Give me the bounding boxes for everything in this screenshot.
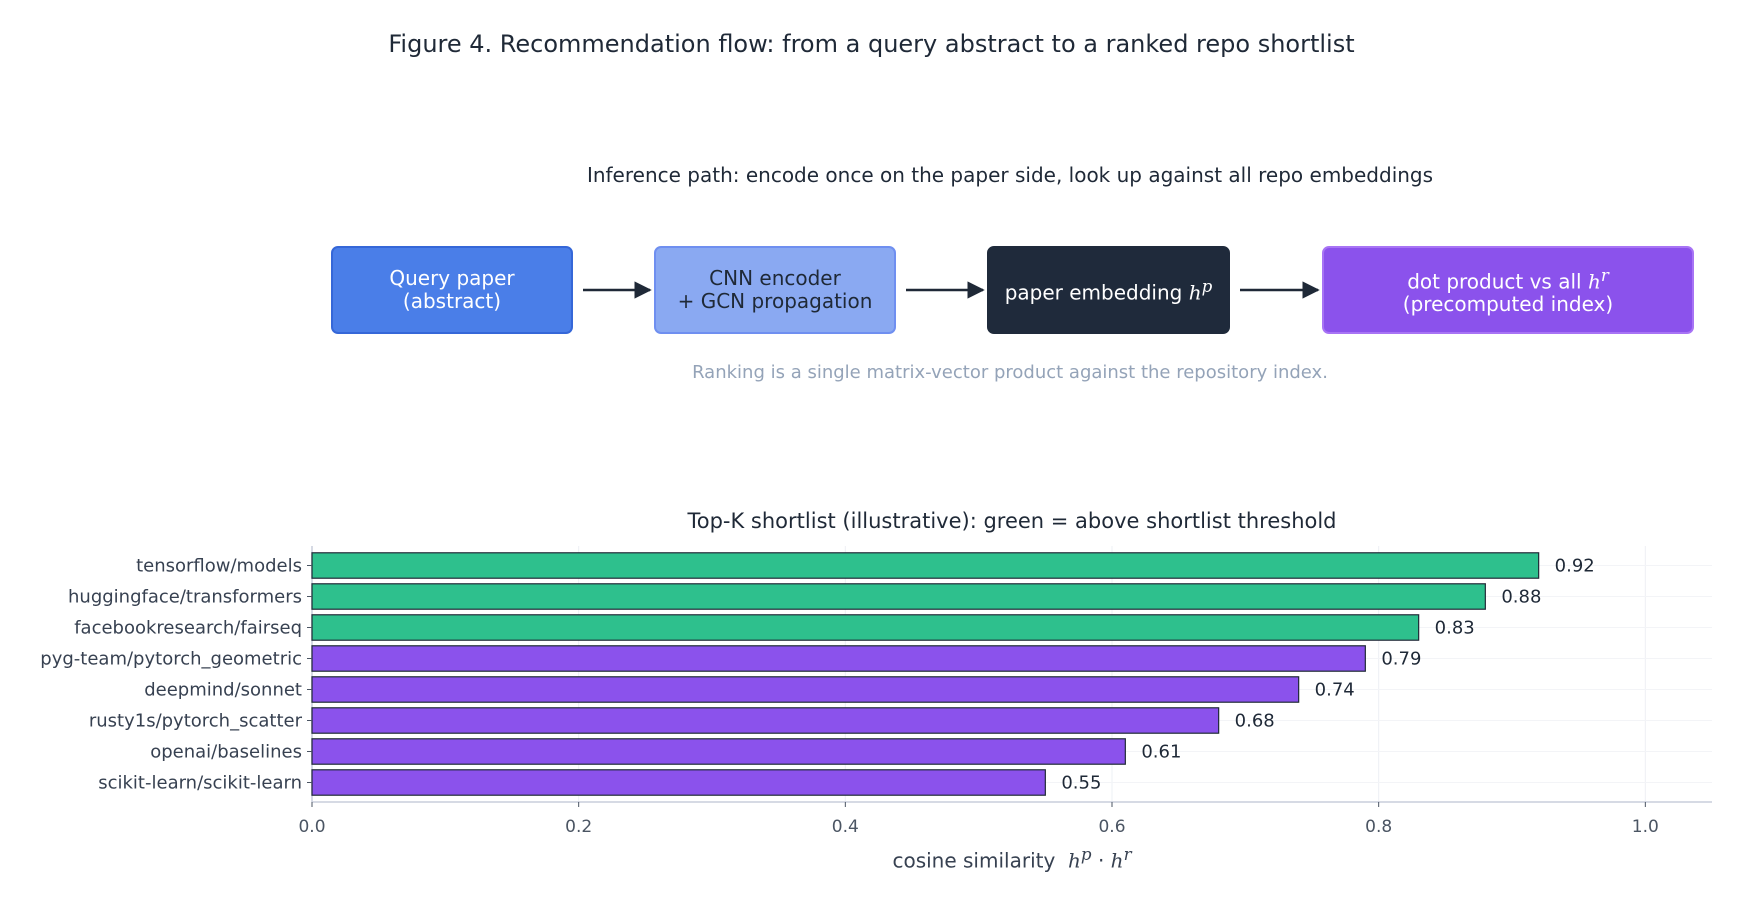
x-axis-symbol-b-sup: r bbox=[1123, 845, 1132, 864]
bar-tensorflow-models bbox=[311, 552, 1540, 579]
dot-product-line2: (precomputed index) bbox=[1402, 292, 1614, 317]
y-tick-label: pyg-team/pytorch_geometric bbox=[40, 649, 302, 670]
dot-product-index-node: dot product vs all hr (precomputed index… bbox=[1322, 246, 1694, 334]
x-axis-symbol-a: h bbox=[1068, 848, 1081, 873]
query-paper-line2: (abstract) bbox=[402, 289, 502, 313]
chart-title: Top-K shortlist (illustrative): green = … bbox=[687, 509, 1337, 533]
query-paper-line1: Query paper bbox=[389, 266, 515, 290]
diagram-subtitle: Inference path: encode once on the paper… bbox=[586, 163, 1434, 187]
bar-facebookresearch-fairseq bbox=[311, 614, 1420, 641]
bar-rusty1s-pytorch-scatter bbox=[311, 707, 1220, 734]
x-tick-label: 0.8 bbox=[1365, 817, 1392, 837]
encoder-line1: CNN encoder bbox=[709, 266, 841, 290]
bar-huggingface-transformers bbox=[311, 583, 1486, 610]
x-tick-label: 0.2 bbox=[565, 817, 592, 837]
x-axis-symbol-b: h bbox=[1110, 848, 1124, 873]
paper-embedding-text: paper embedding bbox=[1004, 280, 1183, 305]
bar-value-label: 0.68 bbox=[1235, 711, 1275, 732]
query-paper-node: Query paper (abstract) bbox=[331, 246, 573, 334]
y-tick-label: deepmind/sonnet bbox=[144, 680, 302, 701]
bar-value-label: 0.92 bbox=[1555, 556, 1595, 577]
y-tick-label: facebookresearch/fairseq bbox=[74, 618, 302, 639]
bar-value-label: 0.83 bbox=[1435, 618, 1475, 639]
repo-embedding-superscript: r bbox=[1600, 265, 1609, 285]
y-tick-label: rusty1s/pytorch_scatter bbox=[89, 711, 303, 732]
bar-value-label: 0.55 bbox=[1061, 773, 1101, 794]
y-tick-label: huggingface/transformers bbox=[68, 587, 302, 608]
bar-value-label: 0.88 bbox=[1501, 587, 1541, 608]
dot-product-text: dot product vs all bbox=[1407, 269, 1582, 294]
bar-value-label: 0.79 bbox=[1381, 649, 1421, 670]
bar-openai-baselines bbox=[311, 738, 1126, 765]
shortlist-bar-chart: tensorflow/models 0.92 huggingface/transfo… bbox=[40, 546, 1712, 837]
bar-deepmind-sonnet bbox=[311, 676, 1300, 703]
repo-embedding-symbol: h bbox=[1587, 269, 1601, 294]
x-tick-label: 0.4 bbox=[832, 817, 859, 837]
y-tick-label: tensorflow/models bbox=[136, 556, 302, 577]
encoder-line2: + GCN propagation bbox=[677, 289, 873, 313]
x-axis-label-text: cosine similarity bbox=[892, 848, 1056, 873]
bar-value-label: 0.74 bbox=[1315, 680, 1355, 701]
paper-embedding-superscript: p bbox=[1201, 277, 1213, 297]
ranking-note: Ranking is a single matrix-vector produc… bbox=[692, 362, 1328, 383]
paper-embedding-symbol: h bbox=[1188, 280, 1202, 305]
x-axis-operator: · bbox=[1097, 848, 1105, 873]
cnn-gcn-encoder-node: CNN encoder + GCN propagation bbox=[654, 246, 896, 334]
x-tick-label: 0.6 bbox=[1098, 817, 1125, 837]
x-tick-label: 1.0 bbox=[1632, 817, 1659, 837]
x-tick-label: 0.0 bbox=[298, 817, 325, 837]
paper-embedding-label: paper embedding hp bbox=[1005, 275, 1213, 305]
y-tick-label: scikit-learn/scikit-learn bbox=[98, 773, 302, 794]
bar-pyg-team-pytorch-geometric bbox=[311, 645, 1366, 672]
figure-title: Figure 4. Recommendation flow: from a qu… bbox=[388, 30, 1355, 58]
bar-value-label: 0.61 bbox=[1141, 742, 1181, 763]
y-tick-label: openai/baselines bbox=[150, 742, 302, 763]
x-axis-label: cosine similarity hp · hr bbox=[312, 845, 1712, 873]
bar-scikit-learn-scikit-learn bbox=[311, 769, 1046, 796]
dot-product-line1: dot product vs all hr bbox=[1407, 264, 1609, 294]
x-axis-symbol-a-sup: p bbox=[1080, 845, 1092, 864]
paper-embedding-node: paper embedding hp bbox=[987, 246, 1230, 334]
